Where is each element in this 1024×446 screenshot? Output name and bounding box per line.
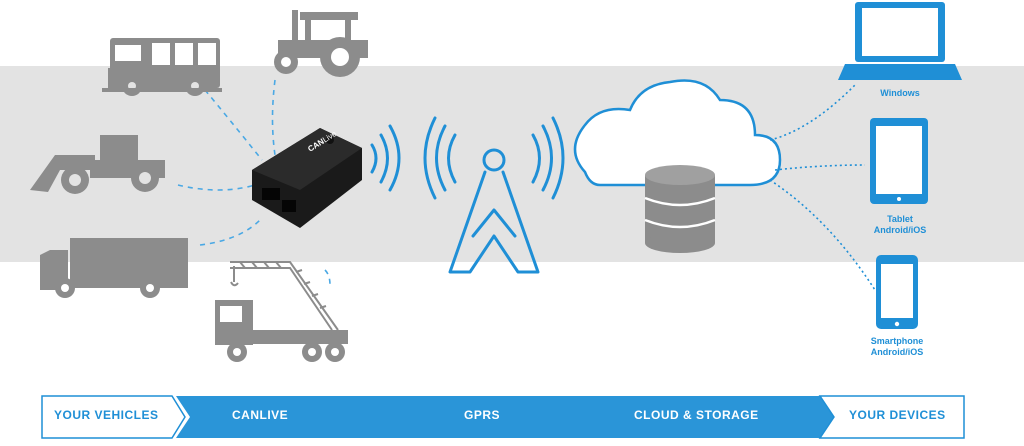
- crane-truck-icon: [215, 261, 348, 362]
- laptop-icon: [838, 2, 962, 80]
- unit-signal-icon: [370, 124, 401, 192]
- tablet-label-line2: Android/iOS: [873, 225, 927, 235]
- tractor-icon: [274, 10, 368, 77]
- database-icon: [644, 165, 716, 253]
- flow-middle-shape: [176, 396, 834, 438]
- flow-gprs: GPRS: [464, 408, 501, 422]
- cloud-icon: [573, 79, 782, 187]
- flow-canlive: CANLIVE: [232, 408, 289, 422]
- flow-your-vehicles-shape: [41, 395, 186, 439]
- truck-icon: [40, 238, 188, 298]
- device-links: [769, 84, 876, 291]
- tablet-label-line1: Tablet: [887, 214, 913, 224]
- flow-your-devices: YOUR DEVICES: [849, 408, 946, 422]
- flow-your-devices-shape: [818, 395, 965, 439]
- flow-bar: [41, 395, 965, 439]
- smartphone-label-line2: Android/iOS: [870, 347, 924, 357]
- flow-your-vehicles: YOUR VEHICLES: [54, 408, 159, 422]
- gprs-tower-icon: [423, 116, 565, 274]
- smartphone-label-line1: Smartphone: [870, 336, 924, 346]
- canlive-unit: [252, 128, 362, 228]
- flow-cloud-storage: CLOUD & STORAGE: [634, 408, 759, 422]
- smartphone-label: Smartphone Android/iOS: [842, 336, 952, 358]
- background-band: [0, 66, 1024, 262]
- windows-label: Windows: [845, 88, 955, 99]
- tablet-icon: [870, 118, 928, 204]
- tablet-label: Tablet Android/iOS: [845, 214, 955, 236]
- sweeper-vehicle-icon: [102, 38, 222, 96]
- vehicle-links: [177, 79, 331, 286]
- windows-label-line1: Windows: [880, 88, 920, 98]
- smartphone-icon: [876, 255, 918, 329]
- wheel-loader-icon: [30, 135, 165, 194]
